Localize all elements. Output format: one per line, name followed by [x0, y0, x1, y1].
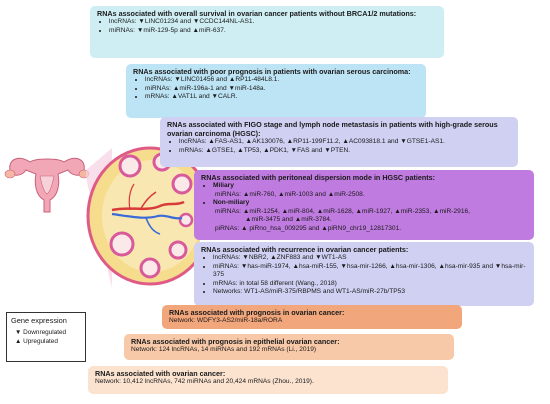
box-title: RNAs associated with recurrence in ovari…: [201, 245, 409, 254]
list-item: Non-miliary: [213, 199, 527, 208]
network-line: Network: 10,412 lncRNAs, 742 miRNAs and …: [95, 378, 314, 385]
nonmiliary-line: miRNAs: ▲miR-1254, ▲miR-804, ▲miR-1628, …: [215, 207, 470, 215]
box-title: RNAs associated with poor prognosis in p…: [133, 67, 411, 76]
list-item: mRNAs: in total 58 different (Wang., 201…: [213, 280, 527, 289]
ovary-illustration: [4, 146, 200, 288]
list-item: miRNAs: ▼miR-129-5p and ▲miR-637.: [109, 27, 437, 36]
list-item: mRNAs: ▲VAT1L and ▼CALR.: [145, 93, 419, 102]
box-prognosis-ovarian: RNAs associated with prognosis in ovaria…: [162, 305, 462, 329]
box-poor-prognosis: RNAs associated with poor prognosis in p…: [126, 64, 426, 118]
list-item: Networks: WT1-AS/miR-375/RBPMS and WT1-A…: [213, 288, 527, 297]
nonmiliary-line-cont: ▲miR-3475 and ▲miR-3784.: [245, 216, 332, 224]
box-figo-stage: RNAs associated with FIGO stage and lymp…: [160, 117, 518, 167]
box-prognosis-epithelial: RNAs associated with prognosis in epithe…: [124, 334, 454, 360]
box-peritoneal-dispersion: RNAs associated with peritoneal dispersi…: [194, 170, 534, 240]
list-item: miRNAs: ▼has-miR-1974, ▲hsa-miR-155, ▼hs…: [213, 263, 527, 280]
uterus-icon: [4, 157, 90, 213]
miliary-label: Miliary: [213, 182, 234, 189]
list-item: mRNAs: ▲GTSE1, ▲TP53, ▲PDK1, ▼FAS and ▼P…: [179, 147, 511, 156]
legend-downregulated: ▼ Downregulated: [15, 329, 67, 336]
gene-expression-legend: Gene expression ▼ Downregulated ▲ Upregu…: [6, 312, 86, 362]
box-title: RNAs associated with FIGO stage and lymp…: [167, 120, 498, 138]
legend-title: Gene expression: [11, 316, 67, 325]
list-item: miRNAs: ▲miR-196a-1 and ▼miR-148a.: [145, 85, 419, 94]
box-title: RNAs associated with peritoneal dispersi…: [201, 173, 436, 182]
list-item: lncRNAs: ▼LINC01234 and ▼CCDC144NL-AS1.: [109, 18, 437, 27]
list-item: Miliary: [213, 182, 527, 191]
list-item: lncRNAs: ▲FAS-AS1, ▲AK130076, ▲RP11-199F…: [179, 138, 511, 147]
box-ovarian-cancer: RNAs associated with ovarian cancer: Net…: [88, 366, 448, 394]
box-overall-survival: RNAs associated with overall survival in…: [90, 6, 444, 58]
network-line: Network: 124 lncRNAs, 14 miRNAs and 192 …: [131, 346, 317, 353]
pirna-line: piRNAs: ▲ piRno_hsa_009295 and ▲piRN9_ch…: [215, 224, 402, 232]
list-item: lncRNAs: ▼LINC01456 and ▲RP11-484L8.1.: [145, 76, 419, 85]
miliary-line: miRNAs: ▲miR-760, ▲miR-1003 and ▲miR-250…: [215, 190, 365, 198]
network-line: Network: WDFY3-AS2/miR-18a/RORA: [169, 317, 283, 324]
list-item: lncRNAs: ▼NBR2, ▲ZNF883 and ▼WT1-AS: [213, 254, 527, 263]
box-title: RNAs associated with prognosis in epithe…: [131, 337, 340, 346]
legend-upregulated: ▲ Upregulated: [15, 338, 58, 345]
box-title: RNAs associated with prognosis in ovaria…: [169, 308, 345, 317]
box-title: RNAs associated with ovarian cancer:: [95, 369, 226, 378]
nonmiliary-label: Non-miliary: [213, 199, 250, 207]
box-title: RNAs associated with overall survival in…: [97, 9, 417, 18]
ovary-cross-section-icon: [86, 146, 200, 286]
box-recurrence: RNAs associated with recurrence in ovari…: [194, 242, 534, 306]
